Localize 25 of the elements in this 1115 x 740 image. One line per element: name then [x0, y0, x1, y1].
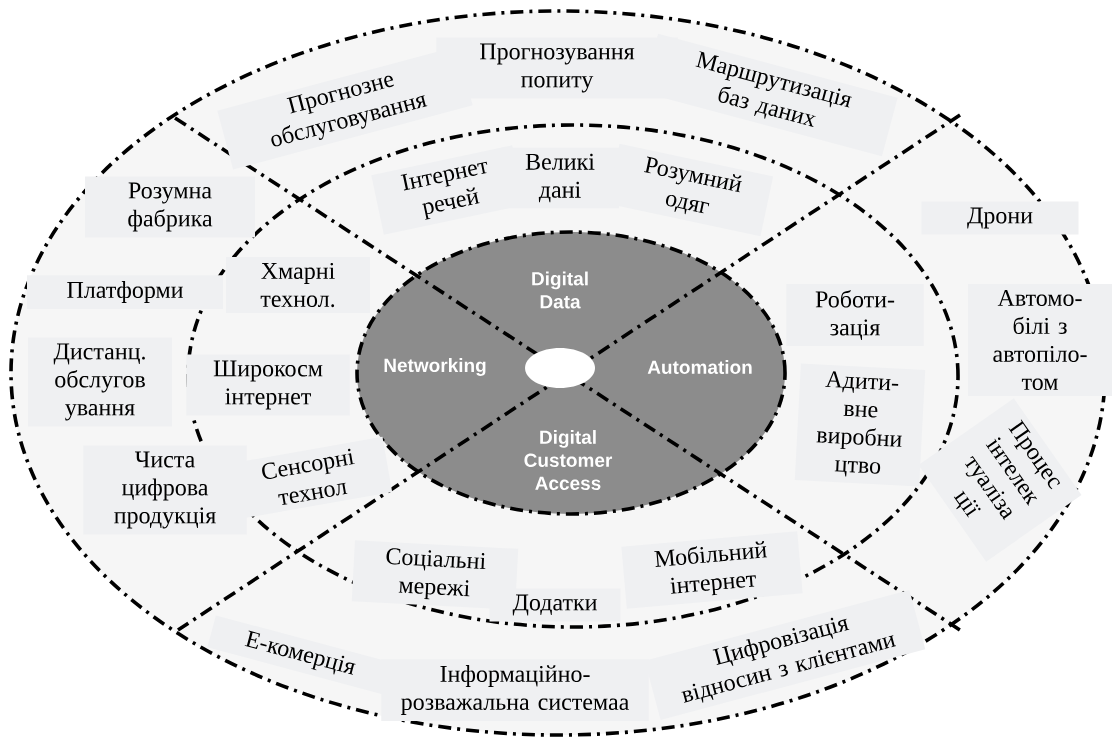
sector-label: Digital Customer Access — [524, 430, 613, 490]
center-ellipse — [525, 348, 595, 388]
core-ellipse — [355, 230, 787, 516]
label-card: Дистанц. обслугов ування — [28, 337, 172, 427]
label-card: Розумна фабрика — [85, 176, 255, 238]
label-card: Великі дані — [501, 147, 619, 209]
label-card: Мобільний інтернет — [621, 531, 803, 609]
sector-label: Digital Data — [532, 271, 588, 309]
label-card: Автомо- білі з автопіло- том — [968, 283, 1112, 397]
node-label: Прогнозування попиту — [480, 43, 635, 93]
node-label: Сенсорні технол — [262, 448, 355, 506]
label-card: Інформаційно- розважальна системаа — [381, 659, 649, 721]
label-card: Додатки — [489, 588, 621, 622]
sector-label: Automation — [647, 360, 752, 374]
sector-label: Networking — [384, 358, 486, 376]
node-label: Великі дані — [525, 153, 595, 203]
label-card: Широкосм інтернет — [186, 354, 350, 416]
label-card: Дрони — [921, 201, 1079, 235]
node-label: Інформаційно- розважальна системаа — [401, 665, 630, 715]
label-card: Хмарні технол. — [226, 256, 370, 314]
node-label: Розумний одяг — [644, 156, 742, 215]
label-card: Роботи- зація — [786, 284, 924, 346]
node-label: Чиста цифрова продукція — [114, 451, 216, 529]
label-card: Чиста цифрова продукція — [83, 445, 247, 535]
label-card: Платформи — [27, 275, 223, 309]
